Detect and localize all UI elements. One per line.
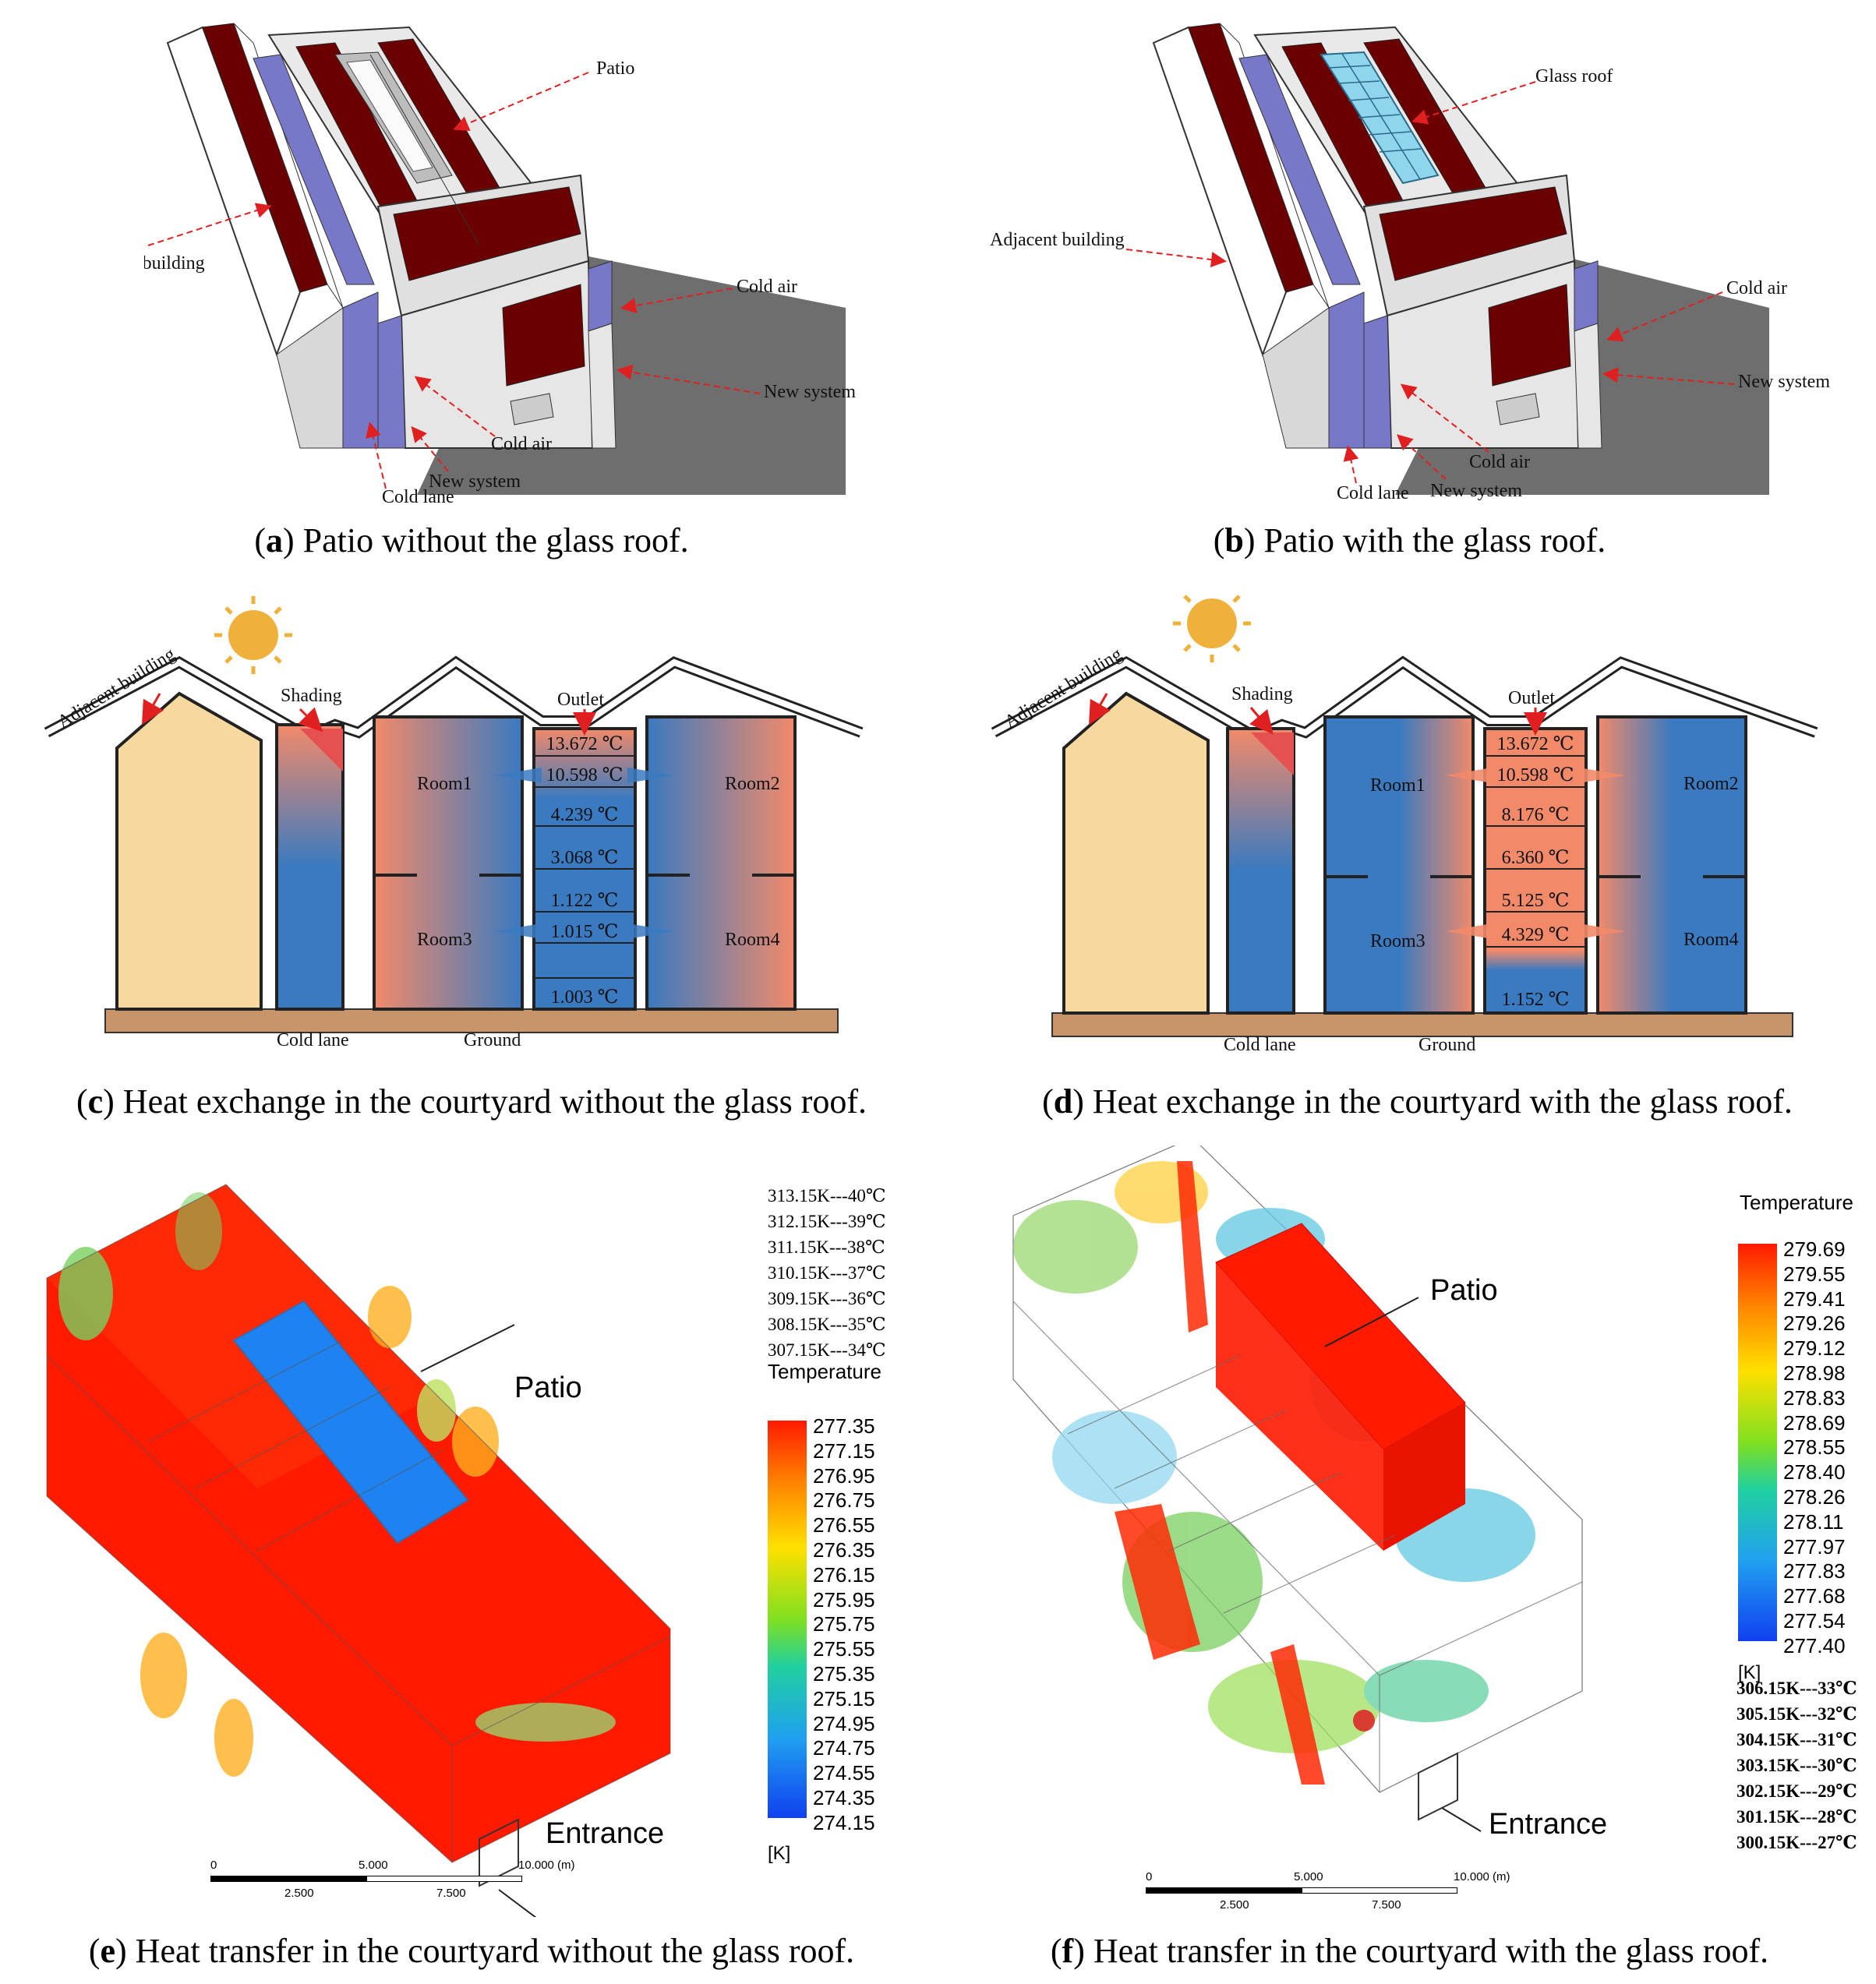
caption-e: (e) Heat transfer in the courtyard witho… <box>88 1932 855 1970</box>
label-shading: Shading <box>1231 684 1293 704</box>
label-entrance: Entrance <box>546 1817 665 1850</box>
cfd-render-f <box>1012 1146 1583 1832</box>
legend-title: Temperature <box>768 1360 881 1383</box>
entrance-doorway <box>479 1818 519 1887</box>
temp-level-2: 10.598 ℃ <box>1497 765 1574 785</box>
entrance-doorway <box>1418 1752 1458 1821</box>
label-cold-air-bottom: Cold air <box>1469 452 1530 472</box>
patio-column <box>1483 727 1588 1015</box>
caption-a: (a) Patio without the glass roof. <box>254 521 689 560</box>
temp-level-4: 6.360 ℃ <box>1502 848 1570 868</box>
label-ground: Ground <box>1418 1035 1475 1055</box>
label-new-system-right: New system <box>764 382 856 402</box>
cfd-render-e <box>46 1184 671 1917</box>
label-room3: Room3 <box>417 930 472 950</box>
label-outlet: Outlet <box>1508 688 1555 708</box>
label-cold-air-right: Cold air <box>1726 278 1787 298</box>
sun-icon <box>1173 586 1251 662</box>
caption-d: (d) Heat exchange in the courtyard with … <box>1042 1082 1793 1121</box>
label-new-system-right: New system <box>1738 372 1830 392</box>
temp-level-1: 13.672 ℃ <box>546 734 624 754</box>
temp-level-2: 10.598 ℃ <box>546 765 624 785</box>
panel-a: Patio Adjacent building Cold air New sys… <box>70 12 877 507</box>
building-3d-diagram-glass: Glass roof Adjacent building Cold air Ne… <box>990 23 1830 503</box>
temp-level-4: 3.068 ℃ <box>551 848 619 868</box>
glass-roof <box>1320 51 1440 185</box>
section-diagram-d: 13.672 ℃ 10.598 ℃ 8.176 ℃ 6.360 ℃ 5.125 … <box>991 586 1818 1055</box>
patio-temps: 13.672 ℃ 10.598 ℃ 4.239 ℃ 3.068 ℃ 1.122 … <box>546 734 624 1008</box>
label-outlet: Outlet <box>557 690 604 710</box>
colorbar <box>768 1421 807 1818</box>
label-room2: Room2 <box>1683 774 1739 794</box>
arrow-icon <box>1446 768 1625 939</box>
label-ground: Ground <box>464 1030 521 1050</box>
sun-icon <box>214 596 292 674</box>
scale-bar: 0 5.000 10.000 (m) 2.500 7.500 <box>1146 1870 1510 1912</box>
panel-e: Patio Entrance 0 5.000 10.000 (m) 2.500 … <box>0 1146 935 1925</box>
label-glass-roof: Glass roof <box>1535 66 1613 86</box>
label-adjacent-building: Adjacent building <box>990 230 1125 250</box>
caption-b: (b) Patio with the glass roof. <box>1213 521 1606 560</box>
label-new-system-bottom: New system <box>429 471 521 492</box>
label-room1: Room1 <box>1370 775 1426 796</box>
temp-level-3: 8.176 ℃ <box>1502 805 1570 825</box>
front-roof <box>393 186 581 281</box>
panel-d: 13.672 ℃ 10.598 ℃ 8.176 ℃ 6.360 ℃ 5.125 … <box>990 586 1847 1068</box>
cold-lane-block <box>275 723 344 1011</box>
label-entrance: Entrance <box>1489 1808 1608 1841</box>
temp-level-6: 1.015 ℃ <box>551 922 619 942</box>
label-patio: Patio <box>514 1372 582 1404</box>
temp-level-5: 1.122 ℃ <box>551 891 619 911</box>
section-diagram-c: 13.672 ℃ 10.598 ℃ 4.239 ℃ 3.068 ℃ 1.122 … <box>44 596 864 1050</box>
label-new-system-bottom: New system <box>1430 481 1522 501</box>
label-cold-lane: Cold lane <box>1337 483 1409 503</box>
label-room4: Room4 <box>1683 930 1739 950</box>
label-cold-lane: Cold lane <box>382 487 454 503</box>
panel-f: Patio Entrance 0 5.000 10.000 (m) 2.500 … <box>959 1146 1876 1925</box>
ground-bar <box>104 1008 839 1033</box>
temp-level-5: 5.125 ℃ <box>1502 891 1570 911</box>
panel-c: 13.672 ℃ 10.598 ℃ 4.239 ℃ 3.068 ℃ 1.122 … <box>43 592 900 1060</box>
label-cold-air-bottom: Cold air <box>491 434 552 454</box>
label-cold-air-right: Cold air <box>737 277 797 297</box>
label-shading: Shading <box>281 686 342 706</box>
label-patio: Patio <box>1430 1274 1498 1307</box>
label-room2: Room2 <box>725 774 780 794</box>
temp-level-7: 1.003 ℃ <box>551 987 619 1008</box>
label-room3: Room3 <box>1370 931 1426 951</box>
label-cold-lane: Cold lane <box>1224 1035 1296 1055</box>
adjacent-building-block <box>115 691 263 1011</box>
temp-level-7: 1.152 ℃ <box>1502 990 1570 1010</box>
temp-level-3: 4.239 ℃ <box>551 805 619 825</box>
caption-f: (f) Heat transfer in the courtyard with … <box>1050 1932 1769 1970</box>
caption-c: (c) Heat exchange in the courtyard witho… <box>76 1082 867 1121</box>
temp-level-1: 13.672 ℃ <box>1497 734 1574 754</box>
legend-title: Temperature <box>1740 1191 1853 1214</box>
arrow-icon <box>495 768 674 939</box>
cold-lane <box>253 54 375 285</box>
rooms-right <box>645 715 797 1011</box>
label-patio: Patio <box>596 58 634 79</box>
patio-block <box>232 1300 469 1544</box>
colorbar <box>1738 1244 1777 1641</box>
label-adjacent-building: Adjacent building <box>144 253 205 274</box>
panel-b: Glass roof Adjacent building Cold air Ne… <box>990 12 1863 510</box>
label-room4: Room4 <box>725 930 780 950</box>
label-cold-lane: Cold lane <box>277 1030 349 1050</box>
rooms-left <box>373 715 524 1011</box>
label-room1: Room1 <box>417 774 472 794</box>
scale-bar: 0 5.000 10.000 (m) 2.500 7.500 <box>210 1859 575 1900</box>
temp-level-6: 4.329 ℃ <box>1502 925 1570 945</box>
building-3d-diagram: Patio Adjacent building Cold air New sys… <box>70 23 856 507</box>
